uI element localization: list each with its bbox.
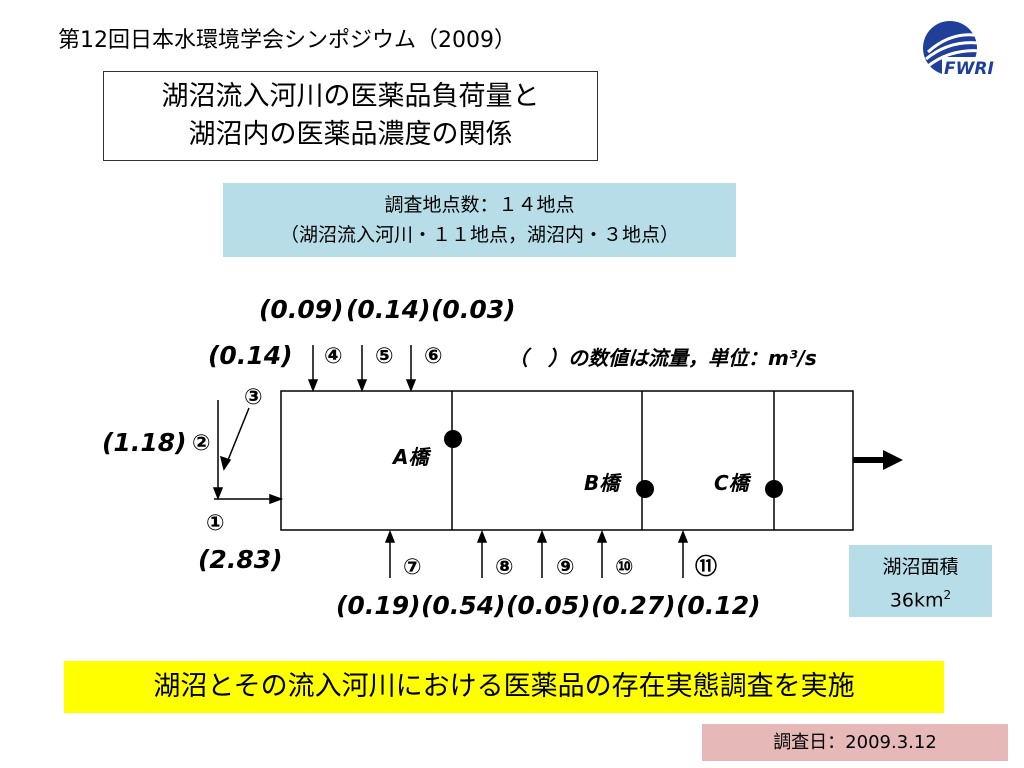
river-id-2: ② [192, 431, 211, 456]
lake-area-value: 36km [889, 589, 944, 612]
river-flow-3: (0.14) [208, 341, 293, 370]
sampling-point-c [765, 480, 783, 498]
river-flow-9: (0.05) [506, 591, 591, 620]
river-id-9: ⑨ [556, 555, 575, 580]
slide-header: 第12回日本水環境学会シンポジウム（2009） [58, 28, 516, 53]
lake-outline [280, 390, 854, 531]
survey-info-line-1: 調査地点数：１４地点 [384, 194, 575, 216]
inflow-arrows [212, 345, 689, 578]
river-id-10: ⑩ [615, 555, 634, 580]
river-id-11: ⑪ [695, 554, 717, 580]
point-label-c: C橋 [714, 471, 752, 495]
point-label-b: B橋 [584, 471, 622, 495]
river-flow-7: (0.19) [336, 591, 421, 620]
flow-unit-note: （ ）の数値は流量，単位：m³/s [508, 346, 817, 370]
fwri-logo: FWRI [923, 21, 1010, 79]
survey-info-line-2: （湖沼流入河川・１１地点，湖沼内・３地点） [279, 224, 679, 246]
river-id-6: ⑥ [424, 344, 443, 369]
lake-area-box: 湖沼面積 36km2 [849, 545, 992, 617]
river-flow-10: (0.27) [591, 591, 676, 620]
river-flow-5: (0.14) [346, 295, 431, 324]
conclusion-banner: 湖沼とその流入河川における医薬品の存在実態調査を実施 [64, 661, 944, 713]
survey-date: 調査日：2009.3.12 [702, 724, 1008, 761]
river-flow-6: (0.03) [431, 295, 516, 324]
river-flow-4: (0.09) [259, 295, 344, 324]
svg-text:FWRI: FWRI [944, 59, 994, 79]
river-id-5: ⑤ [375, 344, 394, 369]
river-flow-8: (0.54) [421, 591, 506, 620]
river-id-8: ⑧ [495, 555, 514, 580]
sampling-point-b [636, 480, 654, 498]
river-id-1: ① [206, 511, 225, 536]
point-label-a: A橋 [391, 445, 431, 469]
slide-title: 湖沼流入河川の医薬品負荷量と 湖沼内の医薬品濃度の関係 [103, 71, 598, 161]
outflow-arrow [853, 450, 903, 470]
river-flow-2: (1.18) [102, 428, 187, 457]
river-id-7: ⑦ [403, 555, 422, 580]
survey-info-box: 調査地点数：１４地点 （湖沼流入河川・１１地点，湖沼内・３地点） [223, 183, 736, 257]
title-line-1: 湖沼流入河川の医薬品負荷量と [161, 81, 540, 112]
lake-area-unit-sup: 2 [943, 588, 952, 602]
river-flow-1: (2.83) [198, 545, 283, 574]
title-line-2: 湖沼内の医薬品濃度の関係 [188, 119, 513, 150]
river-flow-11: (0.12) [676, 591, 761, 620]
lake-area-value-line: 36km2 [849, 581, 992, 614]
river-id-3: ③ [244, 385, 263, 410]
river-id-4: ④ [324, 344, 343, 369]
lake-area-label: 湖沼面積 [882, 556, 959, 578]
sampling-point-a [444, 430, 462, 448]
